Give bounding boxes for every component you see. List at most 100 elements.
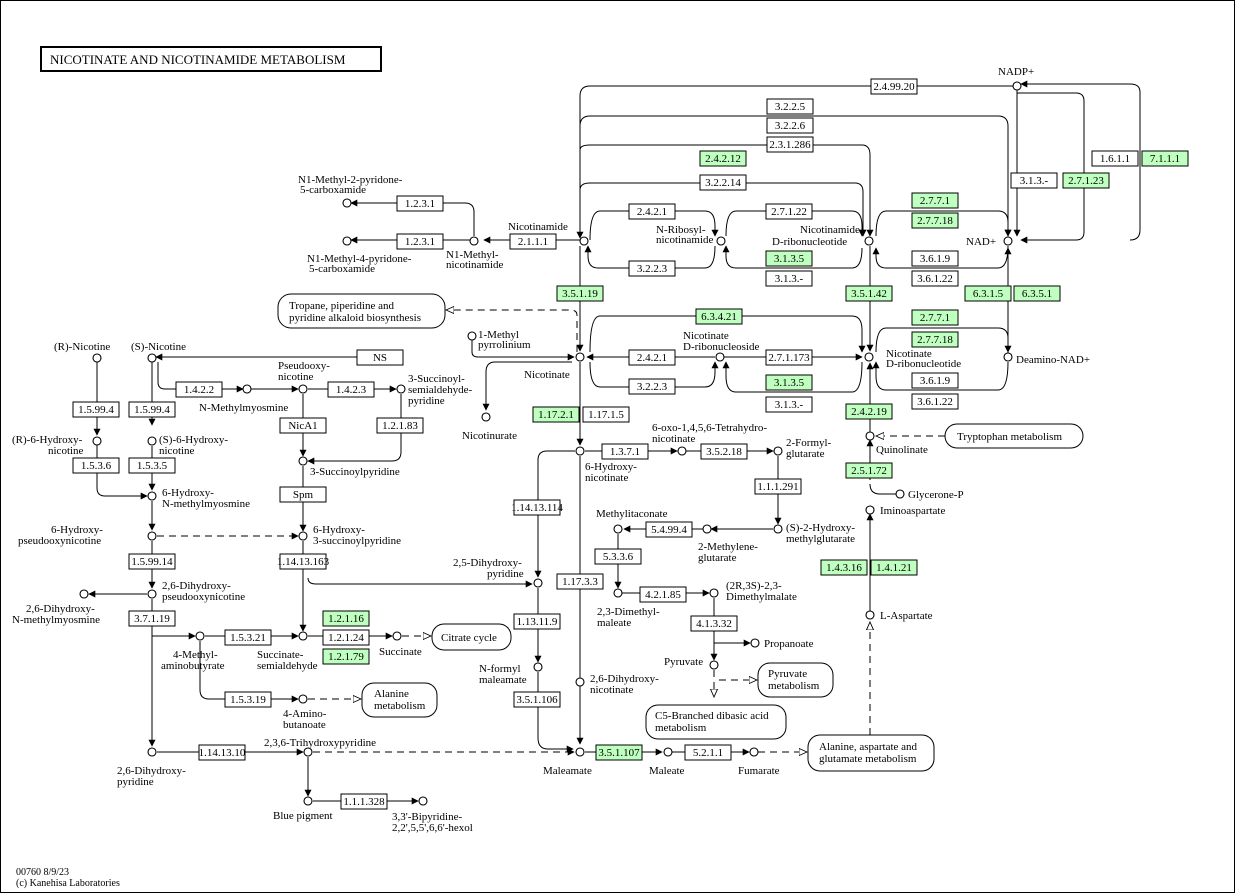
compound-n-methylmyosmine[interactable]: N-Methylmyosmine (199, 384, 288, 414)
compound-4-methylaminobutyrate[interactable]: 4-Methyl-aminobutyrate (161, 631, 225, 672)
enzyme-1-2-1-83[interactable]: 1.2.1.83 (376, 417, 424, 434)
compound-nad[interactable]: NAD+ (966, 236, 1013, 248)
enzyme-3-5-1-19[interactable]: 3.5.1.19 (556, 285, 604, 302)
compound-s-2-hydroxymethylglutarate[interactable]: (S)-2-Hydroxy-methylglutarate (773, 522, 855, 545)
enzyme-2-7-7-1-b[interactable]: 2.7.7.1 (911, 309, 959, 326)
enzyme-5-3-3-6[interactable]: 5.3.3.6 (594, 548, 642, 565)
enzyme-3-7-1-19[interactable]: 3.7.1.19 (128, 610, 176, 627)
compound-methylitaconate[interactable]: Methylitaconate (596, 508, 668, 534)
compound-nadp[interactable]: NADP+ (998, 66, 1034, 91)
compound-pyruvate[interactable]: Pyruvate (664, 656, 719, 670)
enzyme-1-2-1-24[interactable]: 1.2.1.24 (322, 629, 370, 646)
enzyme-3-1-3-5-b[interactable]: 3.1.3.5 (765, 374, 813, 391)
compound-blue-pigment[interactable]: Blue pigment (273, 796, 333, 822)
enzyme-2-4-2-1-b[interactable]: 2.4.2.1 (628, 349, 676, 366)
enzyme-1-5-99-14[interactable]: 1.5.99.14 (128, 553, 176, 570)
compound-2r3s-dimethylmalate[interactable]: (2R,3S)-2,3-Dimethylmalate (709, 580, 797, 603)
enzyme-1-1-1-291[interactable]: 1.1.1.291 (754, 478, 802, 495)
enzyme-1-5-3-5[interactable]: 1.5.3.5 (128, 457, 176, 474)
enzyme-3-2-2-6[interactable]: 3.2.2.6 (766, 117, 814, 134)
enzyme-2-7-7-18-b[interactable]: 2.7.7.18 (911, 331, 959, 348)
enzyme-2-4-99-20[interactable]: 2.4.99.20 (870, 78, 918, 95)
compound-2-3-6-trihydroxypyridine[interactable]: 2,3,6-Trihydroxypyridine (264, 737, 376, 757)
enzyme-2-7-7-1-a[interactable]: 2.7.7.1 (911, 192, 959, 209)
compound-3-succinoyl-semialdehyde[interactable]: 3-Succinoyl-semialdehyde-pyridine (396, 373, 472, 407)
enzyme-1-2-3-1-a[interactable]: 1.2.3.1 (396, 195, 444, 212)
compound-glycerone-phosphate[interactable]: Glycerone-P (895, 489, 964, 501)
enzyme-2-3-1-286[interactable]: 2.3.1.286 (766, 136, 814, 153)
enzyme-1-5-3-19[interactable]: 1.5.3.19 (224, 691, 272, 708)
pathway-alanine[interactable]: Alanine metabolism (361, 682, 438, 718)
compound-6-hydroxypseudooxynicotine[interactable]: 6-Hydroxy-pseudooxynicotine (18, 524, 157, 547)
enzyme-1-2-1-79[interactable]: 1.2.1.79 (322, 648, 370, 665)
compound-2-6-dihydroxypseudooxynicotine[interactable]: 2,6-Dihydroxy-pseudooxynicotine (147, 580, 245, 603)
compound-propanoate[interactable]: Propanoate (750, 638, 814, 650)
enzyme-2-7-7-18-a[interactable]: 2.7.7.18 (911, 212, 959, 229)
enzyme-1-13-11-9[interactable]: 1.13.11.9 (513, 613, 561, 630)
compound-6-hydroxy-n-methylmyosmine[interactable]: 6-Hydroxy-N-methylmyosmine (147, 487, 250, 510)
enzyme-4-1-3-32[interactable]: 4.1.3.32 (690, 615, 738, 632)
compound-n-ribosylnicotinamide[interactable]: N-Ribosyl-nicotinamide (656, 224, 726, 246)
compound-n1-methylnicotinamide[interactable]: N1-Methyl-nicotinamide (446, 236, 504, 271)
compound-6-hydroxy-3-succinoylpyridine[interactable]: 6-Hydroxy-3-succinoylpyridine (298, 524, 401, 547)
compound-pseudooxynicotine[interactable]: Pseudooxy-nicotine (278, 360, 330, 394)
compound-2-methyleneglutarate[interactable]: 2-Methylene-glutarate (698, 524, 758, 564)
enzyme-5-2-1-1[interactable]: 5.2.1.1 (684, 744, 732, 761)
enzyme-1-4-2-2[interactable]: 1.4.2.2 (175, 381, 223, 398)
compound-nicotinurate[interactable]: Nicotinurate (462, 412, 517, 442)
compound-quinolinate[interactable]: Quinolinate (865, 431, 928, 456)
enzyme-2-5-1-72[interactable]: 2.5.1.72 (845, 462, 893, 479)
enzyme-2-4-2-19[interactable]: 2.4.2.19 (845, 403, 893, 420)
enzyme-3-5-1-107[interactable]: 3.5.1.107 (595, 744, 643, 761)
enzyme-1-5-99-4-b[interactable]: 1.5.99.4 (128, 401, 176, 418)
enzyme-1-5-3-6[interactable]: 1.5.3.6 (72, 457, 120, 474)
compound-l-aspartate[interactable]: L-Aspartate (865, 610, 933, 622)
compound-fumarate[interactable]: Fumarate (738, 747, 780, 777)
compound-2-3-dimethylmaleate[interactable]: 2,3-Dimethyl-maleate (597, 588, 660, 629)
pathway-tropane[interactable]: Tropane, piperidine and pyridine alkaloi… (277, 293, 446, 329)
enzyme-1-4-2-3[interactable]: 1.4.2.3 (327, 381, 375, 398)
enzyme-6-3-5-1[interactable]: 6.3.5.1 (1013, 285, 1061, 302)
enzyme-spm[interactable]: Spm (279, 486, 327, 503)
pathway-pyruvate[interactable]: Pyruvate metabolism (757, 662, 834, 698)
enzyme-1-2-1-16[interactable]: 1.2.1.16 (322, 610, 370, 627)
compound-3-succinoylpyridine[interactable]: 3-Succinoylpyridine (298, 456, 400, 478)
enzyme-5-4-99-4[interactable]: 5.4.99.4 (645, 521, 693, 538)
enzyme-3-5-1-106[interactable]: 3.5.1.106 (513, 691, 561, 708)
enzyme-2-4-2-12[interactable]: 2.4.2.12 (699, 150, 747, 167)
compound-n1-methyl-4-pyridone[interactable]: N1-Methyl-4-pyridone-5-carboxamide (307, 236, 412, 275)
enzyme-4-2-1-85[interactable]: 4.2.1.85 (639, 586, 687, 603)
enzyme-6-3-4-21[interactable]: 6.3.4.21 (695, 308, 743, 325)
compound-s-6-hydroxynicotine[interactable]: (S)-6-Hydroxy-nicotine (147, 434, 228, 457)
enzyme-3-5-1-42[interactable]: 3.5.1.42 (845, 285, 893, 302)
enzyme-3-6-1-9-b[interactable]: 3.6.1.9 (911, 372, 959, 389)
compound-2-6-dihydroxypyridine[interactable]: 2,6-Dihydroxy-pyridine (117, 747, 186, 788)
enzyme-1-17-1-5[interactable]: 1.17.1.5 (582, 406, 630, 423)
enzyme-2-7-1-23[interactable]: 2.7.1.23 (1062, 172, 1110, 189)
enzyme-3-2-2-5[interactable]: 3.2.2.5 (766, 98, 814, 115)
pathway-tryptophan[interactable]: Tryptophan metabolism (944, 423, 1084, 449)
enzyme-1-17-3-3[interactable]: 1.17.3.3 (556, 573, 604, 590)
compound-s-nicotine[interactable]: (S)-Nicotine (131, 341, 186, 363)
enzyme-1-14-13-10[interactable]: 1.14.13.10 (198, 744, 246, 761)
enzyme-3-2-2-3-a[interactable]: 3.2.2.3 (628, 260, 676, 277)
enzyme-6-3-1-5[interactable]: 6.3.1.5 (964, 285, 1012, 302)
enzyme-1-4-1-21[interactable]: 1.4.1.21 (870, 559, 918, 576)
enzyme-3-6-1-22-b[interactable]: 3.6.1.22 (911, 393, 959, 410)
enzyme-2-7-1-22[interactable]: 2.7.1.22 (765, 203, 813, 220)
enzyme-2-7-1-173[interactable]: 2.7.1.173 (765, 349, 813, 366)
compound-succinate-semialdehyde[interactable]: Succinate-semialdehyde (257, 631, 318, 672)
compound-6-hydroxynicotinate[interactable]: 6-Hydroxy-nicotinate (575, 446, 637, 484)
compound-r-6-hydroxynicotine[interactable]: (R)-6-Hydroxy-nicotine (12, 434, 102, 457)
enzyme-1-2-3-1-b[interactable]: 1.2.3.1 (396, 233, 444, 250)
compound-iminoaspartate[interactable]: Iminoaspartate (865, 505, 945, 517)
compound-succinate[interactable]: Succinate (379, 631, 422, 658)
enzyme-3-5-2-18[interactable]: 3.5.2.18 (700, 443, 748, 460)
enzyme-1-14-13-114[interactable]: 1.14.13.114 (511, 499, 563, 516)
enzyme-3-1-3-b[interactable]: 3.1.3.- (1010, 172, 1058, 189)
enzyme-1-5-99-4-a[interactable]: 1.5.99.4 (72, 401, 120, 418)
enzyme-3-6-1-9-a[interactable]: 3.6.1.9 (911, 250, 959, 267)
